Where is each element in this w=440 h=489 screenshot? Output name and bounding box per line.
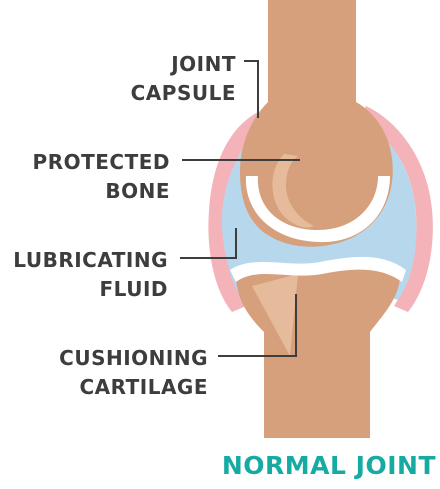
lower-bone-highlight [252, 274, 298, 356]
upper-cartilage [245, 176, 390, 243]
leader-line-cushioning-cartilage [218, 294, 297, 357]
label-cushioning-cartilage-line1: CUSHIONING [59, 346, 208, 370]
diagram-caption: NORMAL JOINT [221, 451, 436, 480]
lower-cartilage [230, 256, 406, 282]
label-lubricating-fluid-line2: FLUID [99, 277, 168, 301]
label-joint-capsule-line1: JOINT [171, 52, 236, 76]
bone-highlight [272, 154, 314, 228]
label-cushioning-cartilage-line2: CARTILAGE [79, 375, 208, 399]
label-lubricating-fluid: LUBRICATING FLUID [13, 246, 168, 304]
label-cushioning-cartilage: CUSHIONING CARTILAGE [59, 344, 208, 402]
label-joint-capsule: JOINT CAPSULE [131, 50, 236, 108]
leader-line-lubricating-fluid [180, 228, 237, 259]
label-lubricating-fluid-line1: LUBRICATING [13, 248, 168, 272]
label-protected-bone-line2: BONE [105, 179, 170, 203]
joint-capsule-right [358, 106, 433, 312]
label-protected-bone-line1: PROTECTED [32, 150, 170, 174]
label-protected-bone: PROTECTED BONE [33, 148, 170, 206]
label-joint-capsule-line2: CAPSULE [130, 81, 236, 105]
joint-capsule-left [208, 112, 264, 312]
leader-line-joint-capsule [244, 60, 259, 118]
